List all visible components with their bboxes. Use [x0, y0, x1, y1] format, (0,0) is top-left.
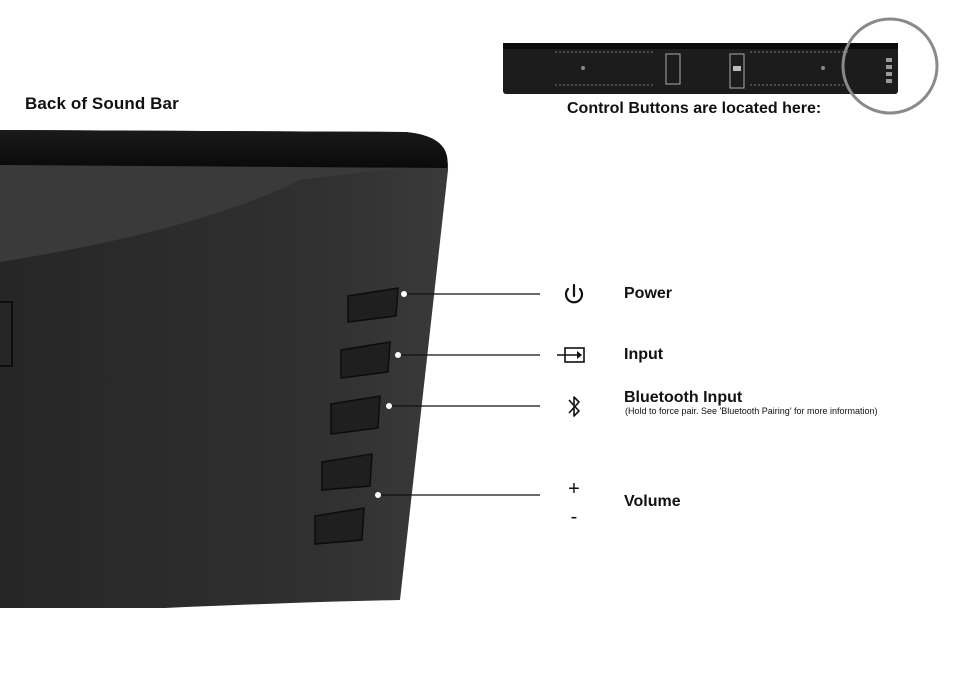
volume-minus-icon: - — [570, 506, 578, 528]
input-icon — [557, 347, 585, 363]
volume-label: Volume — [624, 493, 681, 510]
input-label: Input — [624, 346, 664, 363]
bluetooth-note: (Hold to force pair. See 'Bluetooth Pair… — [625, 406, 878, 416]
power-label: Power — [624, 285, 673, 302]
power-icon — [564, 283, 584, 304]
highlight-circle — [841, 17, 939, 115]
bluetooth-icon — [568, 396, 580, 417]
bluetooth-button-shape — [330, 395, 381, 435]
power-button-shape — [347, 287, 399, 323]
control-location-caption: Control Buttons are located here: — [567, 100, 822, 117]
soundbar-thumbnail — [503, 43, 898, 94]
bluetooth-label: Bluetooth Input — [624, 389, 743, 406]
volume-up-button-shape — [321, 453, 373, 491]
input-button-shape — [340, 341, 391, 379]
volume-plus-icon: + — [568, 478, 580, 500]
leader-lines — [378, 293, 540, 496]
page-title: Back of Sound Bar — [25, 94, 179, 113]
hardware-buttons — [314, 287, 399, 545]
volume-down-button-shape — [314, 507, 365, 545]
